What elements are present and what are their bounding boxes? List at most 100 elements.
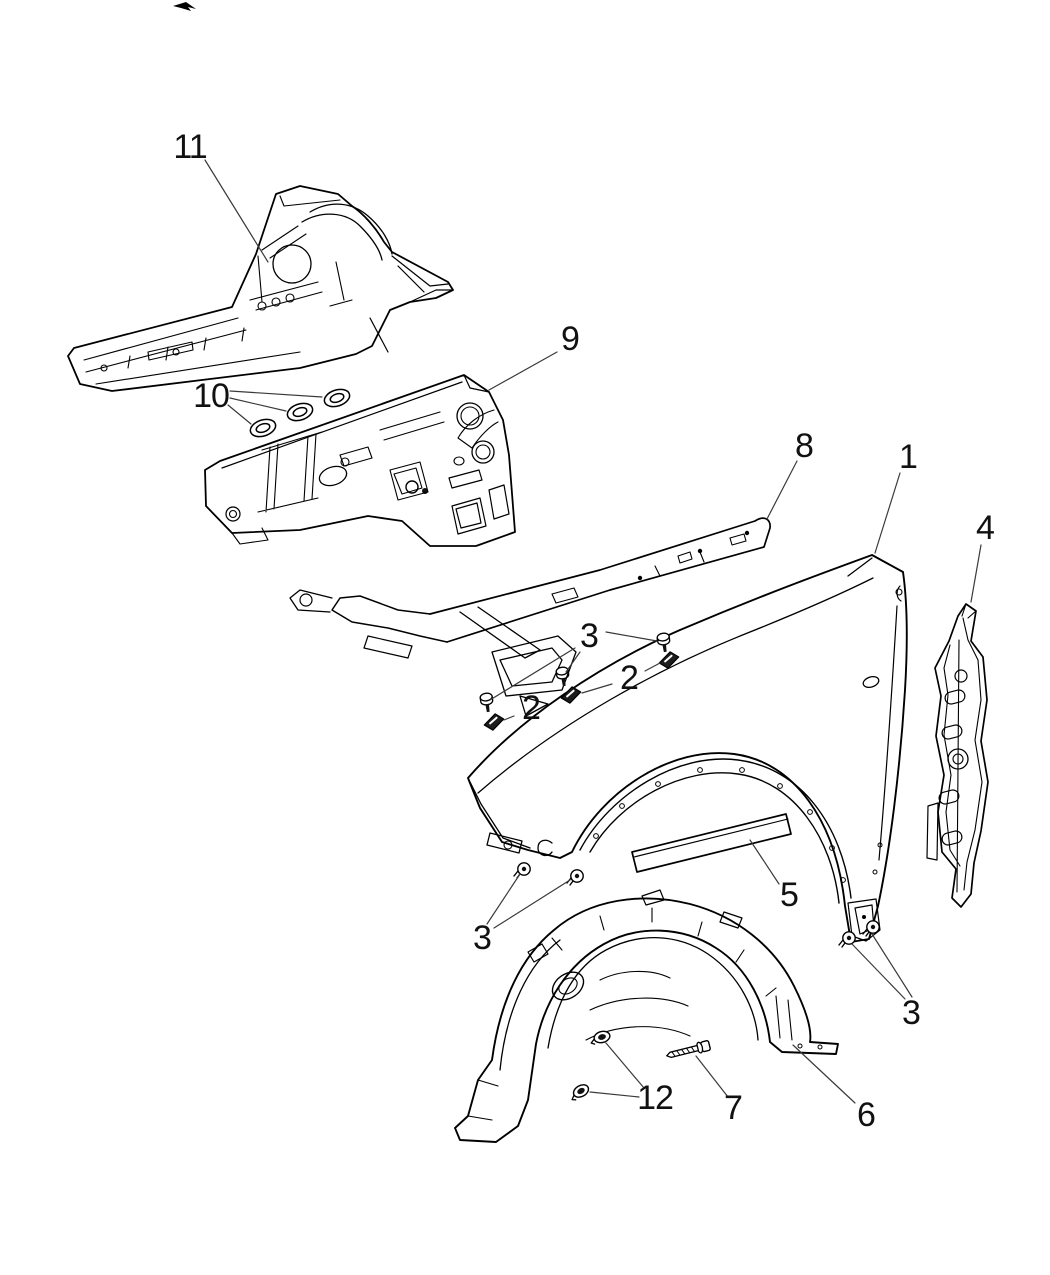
leader-1 [875, 473, 900, 553]
part-11-hole-b [173, 349, 179, 355]
part-1-oval-hole [862, 675, 880, 689]
part-8-rail-details [552, 534, 746, 603]
leader-3a-2 [566, 652, 580, 672]
callout-2-lower[interactable]: 2 [522, 689, 541, 727]
screw-icon-1 [480, 692, 494, 713]
callout-12[interactable]: 12 [637, 1079, 674, 1117]
part-5-outline [632, 814, 791, 872]
part-6-outline [455, 898, 838, 1142]
leader-10b [230, 398, 286, 411]
part-11-boss-c [286, 294, 294, 302]
leader-3c-1 [852, 944, 905, 999]
part-11-boss-b [272, 298, 280, 306]
leader-3b-1 [487, 874, 520, 924]
leader-4 [971, 545, 981, 602]
callout-2-upper[interactable]: 2 [620, 659, 639, 697]
callout-9[interactable]: 9 [561, 320, 580, 358]
part-8-left-lug [290, 590, 332, 612]
leader-3b-2 [494, 880, 570, 928]
pushpin-icon-1 [589, 1030, 611, 1046]
pushpin-fasteners [568, 1030, 611, 1102]
part-8-lug-hole [300, 594, 312, 606]
part-8-rail-edges [430, 518, 770, 642]
leader-lines [205, 160, 981, 1103]
part-1-arch-flange [580, 759, 851, 903]
leader-3c-2 [872, 934, 912, 997]
leader-3a-3 [606, 632, 657, 641]
callout-11[interactable]: 11 [173, 128, 207, 166]
callout-5[interactable]: 5 [780, 876, 799, 914]
part-9-mid-detail [340, 410, 498, 500]
part-11-inner-wheelhouse-drawing [68, 186, 453, 391]
part-1-rear-bracket-dot [862, 915, 866, 919]
part-11-rail-lines [84, 318, 300, 384]
part-11-hump-detail [258, 196, 340, 302]
part-1-corner-dot [896, 589, 902, 595]
part-6-rim-ticks [552, 908, 776, 996]
callout-3-lower-right[interactable]: 3 [902, 994, 921, 1032]
part-6-tabs [528, 890, 742, 962]
callout-4[interactable]: 4 [976, 509, 995, 547]
part-8-dot-b [744, 530, 750, 536]
callout-3-upper[interactable]: 3 [580, 617, 599, 655]
grommet-3 [322, 386, 352, 409]
part-11-right-wing-detail [370, 256, 452, 352]
part-4-hole-mid-outer [948, 749, 968, 769]
part-4-inner-contours [944, 604, 982, 892]
part-1-front-lower-detail [470, 782, 552, 855]
part-6-dot-b [818, 1045, 822, 1049]
grommet-2-inner [292, 406, 308, 418]
part-4-left-flange [927, 803, 938, 860]
leader-11 [205, 160, 268, 262]
callout-10[interactable]: 10 [193, 377, 230, 415]
part-8-left-body [332, 596, 447, 642]
roundscrew-icon-2 [567, 870, 583, 885]
part-11-mid-detail [250, 262, 352, 310]
part-9-left-hole-inner [230, 511, 237, 518]
part-1-arch-fastener-dots [594, 768, 846, 883]
screw-icon-2 [556, 666, 570, 687]
grommet-1 [248, 416, 278, 439]
part-9-oval-hole [317, 463, 349, 489]
callout-7[interactable]: 7 [724, 1089, 743, 1127]
clip-icon-1 [483, 713, 505, 731]
grommet-1-inner [255, 422, 271, 434]
screw-fasteners-upper [480, 632, 671, 713]
stray-cursor-mark [173, 2, 196, 11]
leader-12-2 [590, 1092, 639, 1097]
screw-icon-3 [657, 632, 671, 653]
leader-6 [793, 1045, 855, 1103]
callout-3-lower-left[interactable]: 3 [473, 919, 492, 957]
roundhead-fasteners [514, 863, 879, 947]
part-6-wheelhouse-liner-drawing [455, 890, 838, 1142]
part-4-stud-b [941, 724, 963, 740]
part-1-top-crease [478, 558, 873, 793]
leader-5 [750, 840, 779, 884]
grommet-2-outer [285, 400, 315, 423]
callout-8[interactable]: 8 [795, 427, 814, 465]
part-9-hole-small [454, 457, 464, 465]
part-6-oval-hole-outer [547, 966, 589, 1005]
grommet-3-outer [322, 386, 352, 409]
part-9-hole-mid-inner [476, 445, 490, 459]
roundscrew-icon-4 [863, 921, 879, 936]
leader-10c [228, 405, 251, 424]
part-9-slots [449, 470, 509, 534]
callout-1[interactable]: 1 [899, 438, 918, 476]
part-9-hole-large-outer [457, 403, 483, 429]
part-4-hole-mid-inner [953, 754, 963, 764]
leader-10a [230, 391, 322, 397]
part-9-bottom-tab [232, 528, 268, 544]
part-4-stud-d [941, 830, 963, 846]
part-1-outline [468, 555, 907, 942]
grommet-3-inner [329, 392, 345, 404]
callout-6[interactable]: 6 [857, 1096, 876, 1134]
leader-8 [767, 461, 797, 519]
leader-12-1 [606, 1043, 644, 1088]
part-1-fender-panel-drawing [468, 555, 907, 942]
roundscrew-icon-1 [514, 863, 530, 878]
part-6-inner-arcs [500, 938, 758, 1070]
part-11-hole-a [101, 365, 107, 371]
